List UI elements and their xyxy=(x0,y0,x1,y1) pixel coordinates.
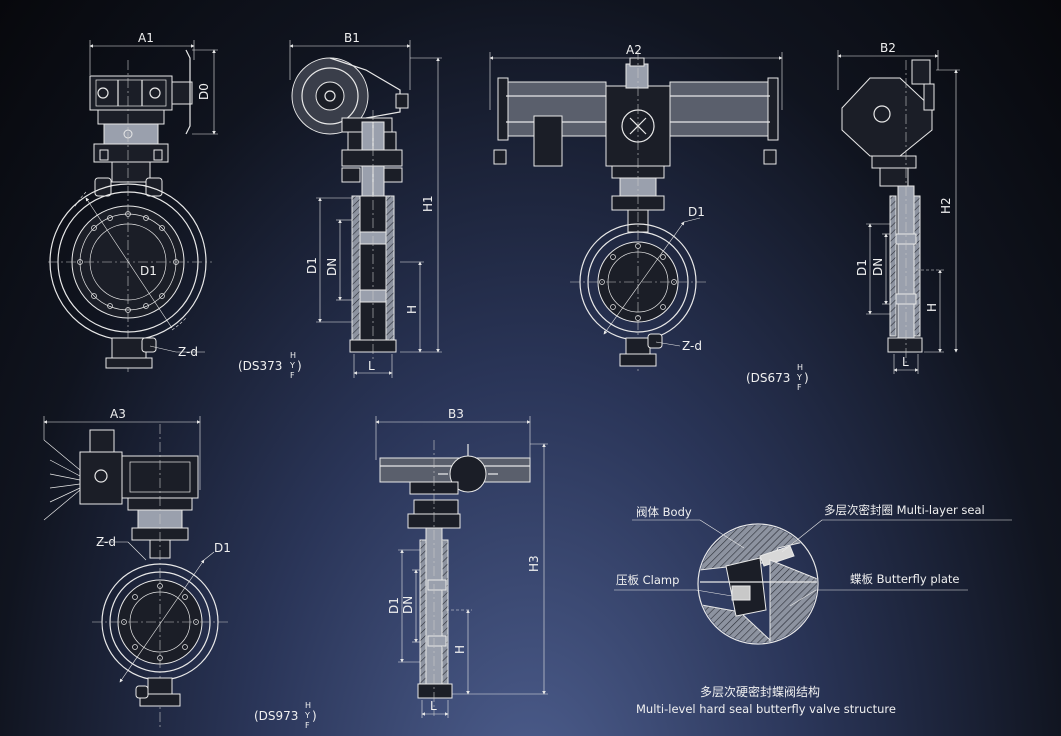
label-b3: B3 xyxy=(448,407,464,421)
model-ds973-sup: H xyxy=(305,701,311,710)
label-l-side: L xyxy=(368,359,375,373)
model-ds373-close: ) xyxy=(297,359,302,373)
model-ds973-mid: Y xyxy=(304,711,310,720)
label-d1-side2: D1 xyxy=(855,259,869,276)
label-h3: H3 xyxy=(527,555,541,572)
label-d0: D0 xyxy=(197,83,211,100)
view-ds373-side: B1 D1 DN H xyxy=(238,31,442,380)
label-zd-pneumatic: Z-d xyxy=(682,339,702,353)
label-h-side: H xyxy=(405,305,419,314)
callout-plate: 蝶板 Butterfly plate xyxy=(850,572,960,586)
callout-seal: 多层次密封圈 Multi-layer seal xyxy=(824,503,985,517)
label-d1-pneumatic: D1 xyxy=(688,205,705,219)
label-d1-side3: D1 xyxy=(387,597,401,614)
view-ds973-front: A3 Z-d D1 (DS973 H Y F xyxy=(43,407,317,730)
label-l-side3: L xyxy=(430,699,437,713)
label-b1: B1 xyxy=(344,31,360,45)
seal-detail: 阀体 Body 多层次密封圈 Multi-layer seal 压板 Clamp… xyxy=(614,503,1012,716)
model-ds673: (DS673 xyxy=(746,371,790,385)
label-b2: B2 xyxy=(880,41,896,55)
view-ds673-front: A2 D1 xyxy=(489,43,783,372)
view-ds673-side: B2 D1 DN H H2 L (DS673 H Y F xyxy=(746,41,960,392)
label-zd: Z-d xyxy=(178,345,198,359)
model-ds673-close: ) xyxy=(804,371,809,385)
model-ds373-sup: H xyxy=(290,351,296,360)
label-h1: H1 xyxy=(421,195,435,212)
model-ds973-sub: F xyxy=(305,721,310,730)
label-dn-side2: DN xyxy=(871,258,885,276)
label-dn-side: DN xyxy=(325,258,339,276)
label-a2: A2 xyxy=(626,43,642,57)
label-a3: A3 xyxy=(110,407,126,421)
label-l-side2: L xyxy=(902,355,909,369)
model-ds673-sub: F xyxy=(797,383,802,392)
label-d1-electric: D1 xyxy=(214,541,231,555)
callout-clamp: 压板 Clamp xyxy=(616,573,679,587)
label-h-side3: H xyxy=(453,645,467,654)
model-ds373: (DS373 xyxy=(238,359,282,373)
model-ds973-close: ) xyxy=(312,709,317,723)
model-ds373-mid: Y xyxy=(289,361,295,370)
label-d1-side: D1 xyxy=(305,257,319,274)
label-zd-electric: Z-d xyxy=(96,535,116,549)
label-h-side2: H xyxy=(925,303,939,312)
model-ds673-mid: Y xyxy=(796,373,802,382)
view-ds373-front: A1 D0 xyxy=(48,31,218,372)
caption-cn: 多层次硬密封蝶阀结构 xyxy=(700,684,820,699)
label-h2: H2 xyxy=(939,197,953,214)
model-ds973: (DS973 xyxy=(254,709,298,723)
label-d1: D1 xyxy=(140,264,157,278)
model-ds373-sub: F xyxy=(290,371,295,380)
view-ds973-side: B3 D1 DN H H3 L xyxy=(375,407,548,718)
label-a1: A1 xyxy=(138,31,154,45)
model-ds673-sup: H xyxy=(797,363,803,372)
label-dn-side3: DN xyxy=(401,596,415,614)
callout-body: 阀体 Body xyxy=(636,505,692,519)
caption-en: Multi-level hard seal butterfly valve st… xyxy=(636,702,896,716)
